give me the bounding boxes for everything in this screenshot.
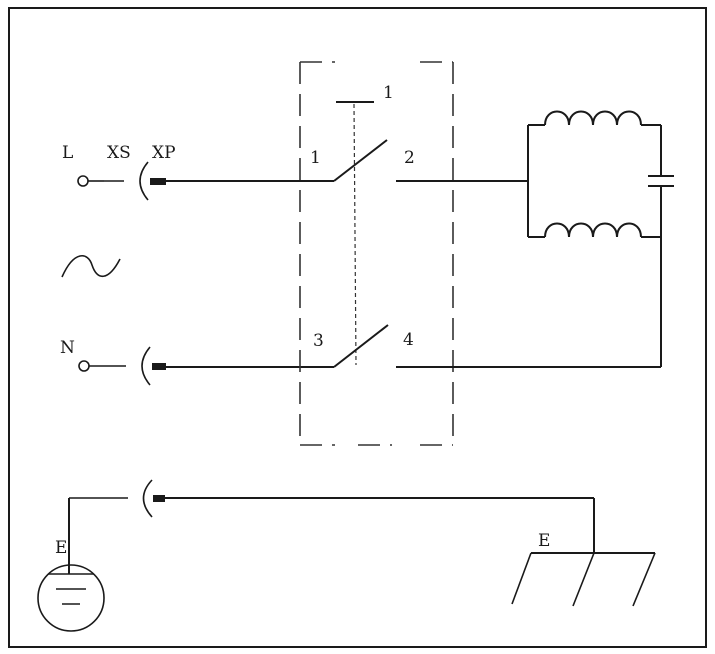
label-contact-1: 1 [310, 148, 321, 168]
lower-inductor-coil [544, 222, 642, 238]
label-contact-3: 3 [313, 331, 324, 351]
switch-mechanical-link [353, 103, 357, 366]
label-earth-left: E [55, 538, 67, 558]
l-terminal-circle [77, 175, 89, 187]
label-earth-right: E [538, 531, 550, 551]
earth-socket-symbol [142, 479, 153, 518]
n-plug-symbol [152, 363, 166, 370]
ac-sine-icon [61, 255, 121, 278]
label-n: N [60, 338, 75, 358]
l-plug-symbol [150, 178, 166, 185]
earth-plug-symbol [153, 495, 165, 502]
label-xs: XS [107, 143, 131, 163]
label-l: L [62, 143, 73, 163]
label-xp: XP [152, 143, 176, 163]
n-socket-symbol [141, 346, 151, 386]
switch-blade-lower [333, 324, 389, 368]
upper-inductor-coil [544, 110, 642, 126]
n-terminal-circle [78, 360, 90, 372]
earth-ground-circle [37, 564, 105, 632]
diagram-border [8, 7, 707, 648]
label-contact-4: 4 [403, 330, 414, 350]
l-socket-symbol [139, 161, 149, 201]
label-actuator-1: 1 [383, 83, 394, 103]
load-network [527, 110, 674, 367]
switch-enclosure [299, 61, 454, 446]
label-contact-2: 2 [404, 148, 415, 168]
switch-blade-upper [333, 139, 388, 182]
earth-circuit [37, 479, 656, 632]
line-l-circuit [77, 161, 334, 201]
line-n-circuit [78, 346, 334, 386]
